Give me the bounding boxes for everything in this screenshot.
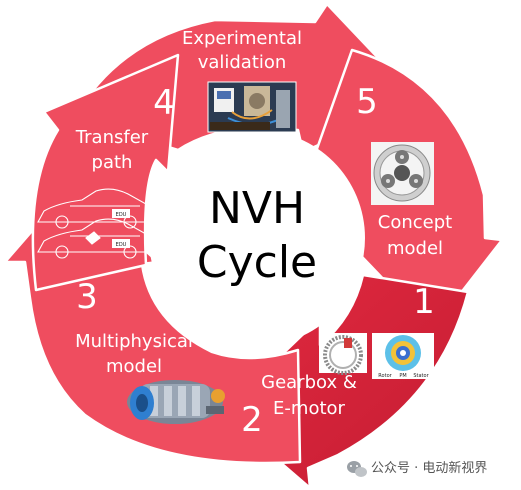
step-5-label-line1: Experimental — [182, 28, 302, 49]
edu-badge-bottom — [112, 239, 130, 248]
edu-badge-top — [112, 209, 130, 218]
center-title-line2: Cycle — [197, 237, 317, 288]
step-4-number: 4 — [153, 83, 175, 123]
step-1-number: 1 — [413, 282, 435, 322]
motor-label-pm: PM — [399, 373, 406, 379]
center-title-line1: NVH — [209, 183, 305, 234]
step-4-label-line1: Transfer — [75, 127, 149, 148]
step-2-label-line1: Gearbox & — [261, 372, 357, 393]
motor-label-stator: Stator — [413, 373, 429, 379]
step-5-label-line2: validation — [198, 52, 287, 73]
step-3-label-line1: Multiphysical — [75, 331, 193, 352]
step-4-label-line2: path — [92, 152, 133, 173]
powertrain-render — [127, 380, 225, 424]
planetary-gear-diagram — [371, 142, 434, 205]
step-3-number: 3 — [76, 277, 98, 317]
watermark: 公众号 · 电动新视界 — [347, 460, 487, 477]
motor-cross-section-image: Rotor PM Stator — [372, 333, 434, 379]
step-1-label-line2: model — [387, 238, 443, 259]
center-circle — [149, 130, 365, 346]
step-5-number: 5 — [356, 82, 378, 122]
wechat-icon — [347, 461, 367, 477]
gear-fem-image — [319, 333, 367, 375]
step-3-label-line2: model — [106, 356, 162, 377]
step-1-label-line1: Concept — [378, 212, 452, 233]
edu-badge-top-label: EDU — [116, 212, 127, 218]
experimental-rig-photo — [207, 81, 297, 133]
edu-badge-bottom-label: EDU — [116, 242, 127, 248]
watermark-text: 公众号 · 电动新视界 — [371, 460, 487, 476]
step-2-number: 2 — [241, 400, 263, 440]
motor-label-rotor: Rotor — [378, 373, 392, 379]
step-2-label-line2: E-motor — [273, 398, 345, 419]
